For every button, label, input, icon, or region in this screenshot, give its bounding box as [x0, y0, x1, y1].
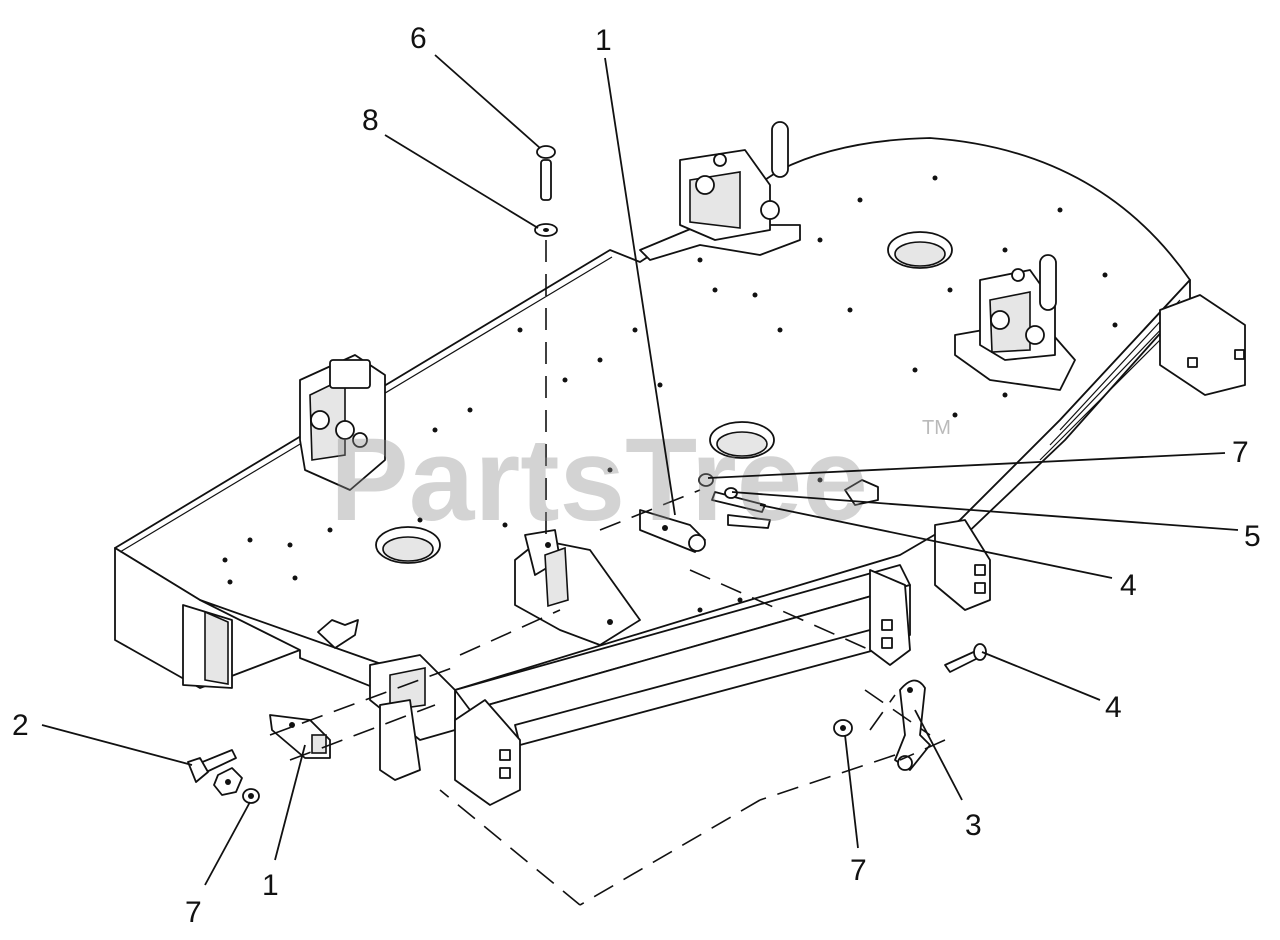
leader-4-lower	[981, 651, 1101, 701]
callout-4-lower: 4	[1105, 691, 1122, 724]
callout-5: 5	[1244, 520, 1261, 553]
center-lift-bracket	[514, 529, 641, 646]
washer-part-8	[534, 223, 558, 237]
callout-7-bottom: 7	[850, 854, 867, 887]
spindle-openings	[375, 231, 953, 564]
leader-2	[41, 724, 193, 766]
callout-leaders	[41, 54, 1239, 886]
assembly-dashed-lines	[269, 240, 946, 906]
watermark-brand: PartsTree	[330, 414, 868, 546]
leader-7-right	[707, 452, 1226, 479]
link-arm-part-1-upper	[639, 509, 706, 553]
spindle-opening-center	[709, 421, 775, 459]
callout-4-upper: 4	[1120, 569, 1137, 602]
partstree-watermark: PartsTree TM	[330, 414, 951, 546]
leader-1-bottom	[274, 744, 306, 861]
bolt-part-4-lower	[944, 643, 987, 673]
leader-4-upper	[759, 504, 1113, 579]
lock-nut-left	[213, 767, 243, 796]
leader-7-bottom	[844, 734, 859, 849]
spindle-opening-left	[375, 526, 441, 564]
exploded-hardware	[187, 145, 987, 804]
callout-1-top: 1	[595, 24, 612, 57]
callout-2: 2	[12, 709, 29, 742]
leader-6	[434, 54, 541, 149]
height-adjust-bracket-right	[954, 254, 1076, 391]
spindle-opening-right	[887, 231, 953, 269]
callout-1-bottom: 1	[262, 869, 279, 902]
callout-7-left: 7	[185, 896, 202, 929]
callout-7-right: 7	[1232, 436, 1249, 469]
pin-cluster-upper	[698, 473, 771, 529]
height-adjust-bracket-left	[299, 354, 386, 491]
clevis-pin-part-6	[536, 145, 556, 201]
height-adjust-bracket-center	[639, 121, 801, 261]
link-arm-part-1-lower	[269, 714, 331, 759]
watermark-trademark: TM	[922, 417, 951, 439]
leader-1-top	[604, 57, 676, 516]
hair-pin-clip-part-7-left	[242, 788, 260, 804]
leader-8	[384, 134, 539, 229]
hair-pin-clip-part-7-lower	[833, 719, 853, 737]
callout-8: 8	[362, 104, 379, 137]
callout-3: 3	[965, 809, 982, 842]
deck-latch-clip	[317, 619, 359, 649]
leader-5	[731, 491, 1239, 531]
front-hitch-assembly	[369, 294, 1246, 806]
callout-6: 6	[410, 22, 427, 55]
leader-3	[914, 709, 963, 801]
link-plate-part-3	[894, 679, 931, 771]
deck-slot-clip	[844, 479, 879, 506]
callout-labels: 6 8 1 7 5 4 4 3 7 2 1 7	[12, 22, 1261, 929]
bolt-part-2	[187, 749, 237, 783]
leader-7-left	[204, 801, 251, 886]
